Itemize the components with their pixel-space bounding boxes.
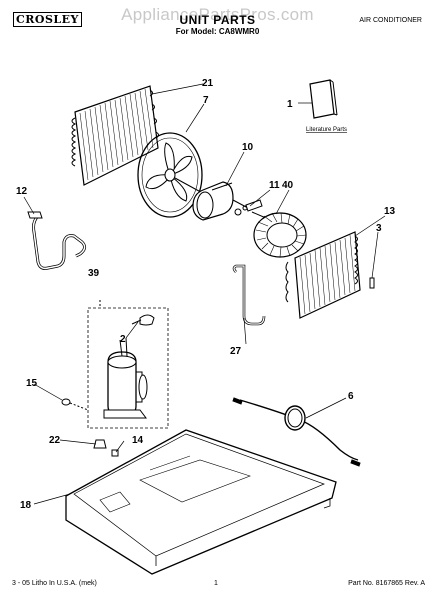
footer-litho: 3 - 05 Litho In U.S.A. (mek) bbox=[12, 580, 97, 587]
callout-2: 2 bbox=[120, 334, 126, 345]
page-title: UNIT PARTS bbox=[179, 13, 256, 27]
literature-parts-label: Literature Parts bbox=[306, 127, 347, 133]
callout-40: 40 bbox=[282, 180, 294, 191]
compressor-mount bbox=[93, 439, 107, 449]
callout-27: 27 bbox=[230, 346, 242, 357]
motor-clamp bbox=[245, 199, 267, 219]
overload-protector bbox=[131, 314, 155, 326]
callout-39: 39 bbox=[88, 268, 100, 279]
compressor-assembly-box bbox=[87, 300, 169, 429]
drain-tube bbox=[32, 214, 87, 270]
literature-booklet bbox=[309, 79, 338, 119]
callout-7: 7 bbox=[203, 95, 209, 106]
callout-15: 15 bbox=[26, 378, 38, 389]
base-pan bbox=[65, 429, 337, 575]
watermark-text: AppliancePartsPros.com bbox=[121, 5, 314, 24]
callout-1: 1 bbox=[287, 99, 293, 110]
callout-10: 10 bbox=[242, 142, 254, 153]
callout-18: 18 bbox=[20, 500, 32, 511]
callout-6: 6 bbox=[348, 391, 354, 402]
category-label: AIR CONDITIONER bbox=[359, 17, 422, 24]
callout-3: 3 bbox=[376, 223, 382, 234]
model-line: For Model: CA8WMR0 bbox=[175, 27, 260, 36]
power-cord bbox=[232, 397, 361, 467]
evaporator-coil bbox=[285, 231, 361, 319]
blower-wheel bbox=[253, 212, 307, 258]
callout-14: 14 bbox=[132, 435, 144, 446]
footer-page-number: 1 bbox=[214, 580, 218, 587]
bracket-part bbox=[369, 277, 375, 289]
callout-21: 21 bbox=[202, 78, 214, 89]
compressor bbox=[103, 337, 148, 419]
brand-logo: CROSLEY bbox=[13, 12, 82, 27]
support-rod bbox=[232, 264, 266, 326]
callout-11: 11 bbox=[269, 180, 280, 191]
callout-12: 12 bbox=[16, 186, 28, 197]
fan-motor bbox=[192, 181, 249, 221]
leader-lines bbox=[23, 83, 386, 505]
footer-part-number: Part No. 8167865 Rev. A bbox=[348, 580, 425, 587]
callout-13: 13 bbox=[384, 206, 396, 217]
grommet bbox=[61, 398, 71, 406]
callout-22: 22 bbox=[49, 435, 61, 446]
fan-blade bbox=[137, 132, 209, 218]
condenser-coil bbox=[71, 85, 159, 186]
